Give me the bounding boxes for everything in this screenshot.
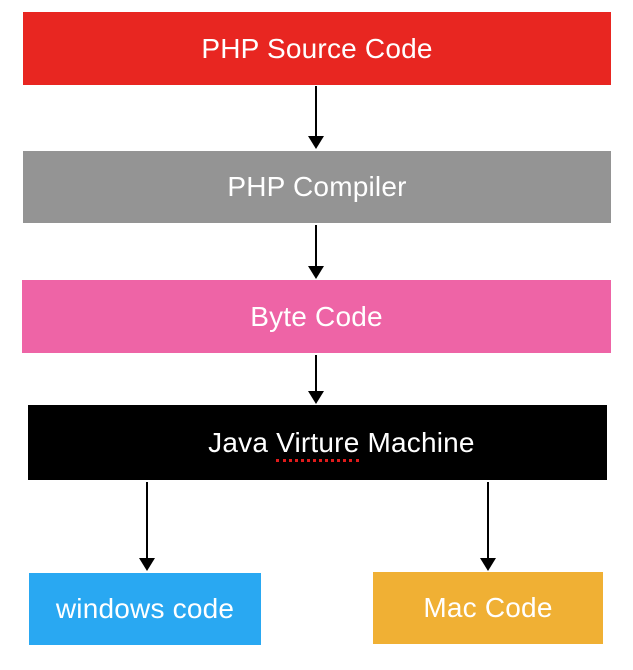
jvm-label-suffix: Machine <box>359 426 475 458</box>
arrow-head-down-icon <box>480 558 496 571</box>
arrow-head-down-icon <box>308 136 324 149</box>
node-mac-code-label: Mac Code <box>423 592 553 623</box>
arrow-line <box>315 86 317 136</box>
node-byte-code: Byte Code <box>22 280 611 353</box>
node-php-compiler: PHP Compiler <box>23 151 611 223</box>
jvm-label-misspelled-word: Virture <box>276 426 360 462</box>
node-windows-code-label: windows code <box>55 593 235 624</box>
arrow-line <box>487 482 489 558</box>
arrow-head-down-icon <box>308 391 324 404</box>
node-php-compiler-label: PHP Compiler <box>227 171 407 202</box>
arrow-jvm-to-windows <box>139 482 155 571</box>
arrow-bytecode-to-jvm <box>308 355 324 404</box>
arrow-line <box>146 482 148 558</box>
arrow-compiler-to-bytecode <box>308 225 324 279</box>
arrow-jvm-to-mac <box>480 482 496 571</box>
node-byte-code-label: Byte Code <box>250 300 383 332</box>
arrow-source-to-compiler <box>308 86 324 149</box>
arrow-head-down-icon <box>139 558 155 571</box>
node-mac-code: Mac Code <box>373 572 603 644</box>
node-php-source-code: PHP Source Code <box>23 12 611 85</box>
arrow-line <box>315 355 317 391</box>
node-php-source-code-label: PHP Source Code <box>201 32 433 64</box>
node-windows-code: windows code <box>29 573 261 645</box>
node-jvm-label: Java Virture Machine <box>160 395 475 491</box>
node-java-virtual-machine: Java Virture Machine <box>28 405 607 480</box>
jvm-label-prefix: Java <box>208 426 277 458</box>
arrow-line <box>315 225 317 266</box>
arrow-head-down-icon <box>308 266 324 279</box>
